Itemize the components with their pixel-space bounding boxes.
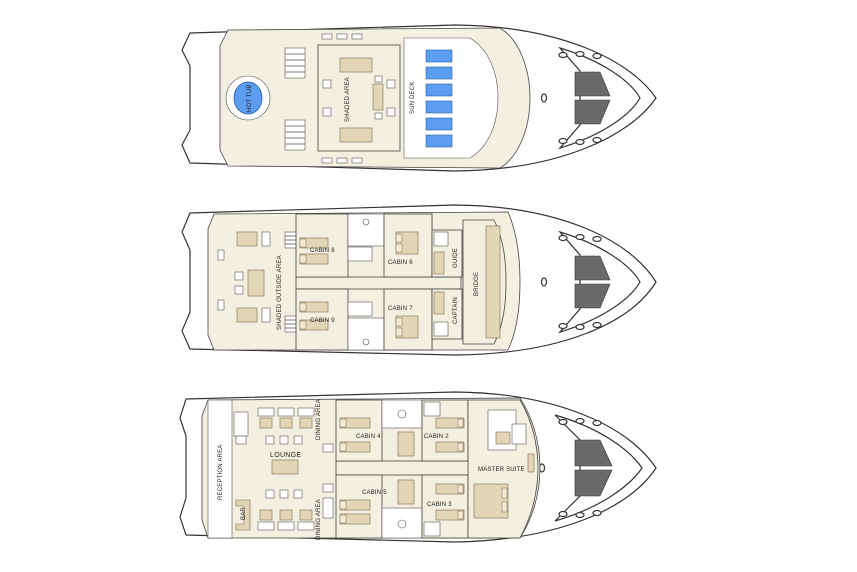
cabin-5-label: CABIN 5 [362, 490, 387, 496]
bridge: BRIDGE [462, 219, 507, 345]
middle-portholes [540, 233, 602, 331]
main-portholes [538, 417, 602, 519]
crew-cabins: GUIDE CAPTAIN [431, 229, 463, 340]
middle-engine-top [574, 255, 611, 281]
cabin-3: CABIN 3 [421, 474, 469, 539]
shaded-outside-area-label: SHADED OUTSIDE AREA [277, 255, 283, 330]
shaded-outside-area-furniture [217, 231, 271, 323]
sun-loungers [425, 49, 453, 148]
cabin-3-label: CABIN 3 [427, 502, 452, 508]
reception-furniture [233, 411, 251, 531]
shaded-area-furniture [321, 33, 396, 164]
sun-deck-label: SUN DECK [410, 81, 416, 114]
bridge-label: BRIDGE [474, 272, 480, 296]
dining-furniture [322, 443, 334, 519]
middle-corridor [295, 276, 462, 290]
shaded-area-label: SHADED AREA [345, 77, 351, 122]
reception-area [207, 399, 233, 539]
hot-tub-label: HOT TUB [247, 84, 253, 112]
middle-bathrooms [347, 213, 433, 351]
reception-area-label: RECEPTION AREA [218, 445, 224, 500]
cabin-2: CABIN 2 [421, 399, 469, 462]
upper-engine-bottom [574, 99, 611, 125]
master-suite: MASTER SUITE [467, 399, 539, 539]
upper-deck: HOT TUB SHADED AREA [181, 24, 657, 172]
dining-area-bottom-label: DINING AREA [316, 499, 322, 540]
bar-label: BAR [241, 507, 247, 520]
cabin-4-label: CABIN 4 [356, 434, 381, 440]
middle-engine-bottom [574, 283, 611, 309]
cabin-5: CABIN 5 [335, 474, 387, 539]
lounge-furniture [257, 407, 315, 531]
cabin-6: CABIN 6 [383, 213, 433, 278]
cabin-8-label: CABIN 8 [310, 248, 335, 254]
cabin-6-label: CABIN 6 [388, 260, 413, 266]
cabin-4: CABIN 4 [335, 399, 383, 462]
main-bow-cutout [554, 414, 643, 522]
cabin-7: CABIN 7 [383, 288, 433, 351]
main-engine-bottom [574, 469, 613, 497]
upper-engine-top [574, 71, 611, 97]
middle-stairs [284, 231, 298, 333]
main-deck: RECEPTION AREA BAR LOUNGE DINING AREA DI… [179, 391, 657, 543]
cabin-7-label: CABIN 7 [388, 306, 413, 312]
cabin-8: CABIN 8 [295, 213, 349, 278]
cabin-2-label: CABIN 2 [424, 434, 449, 440]
main-engine-top [574, 439, 613, 467]
lounge-label: LOUNGE [270, 452, 301, 459]
captain-label: CAPTAIN [453, 297, 459, 324]
dining-area-top-label: DINING AREA [316, 399, 322, 440]
cabin-9: CABIN 9 [295, 288, 349, 351]
hot-tub: HOT TUB [225, 75, 271, 121]
main-bathrooms [381, 399, 423, 539]
master-suite-label: MASTER SUITE [478, 467, 525, 473]
upper-stairs [284, 47, 306, 151]
main-corridor [335, 460, 477, 476]
guide-label: GUIDE [453, 248, 459, 268]
upper-portholes [540, 50, 602, 146]
cabin-9-label: CABIN 9 [310, 318, 335, 324]
middle-deck: SHADED OUTSIDE AREA CABIN 8 CABIN 9 [181, 204, 657, 356]
